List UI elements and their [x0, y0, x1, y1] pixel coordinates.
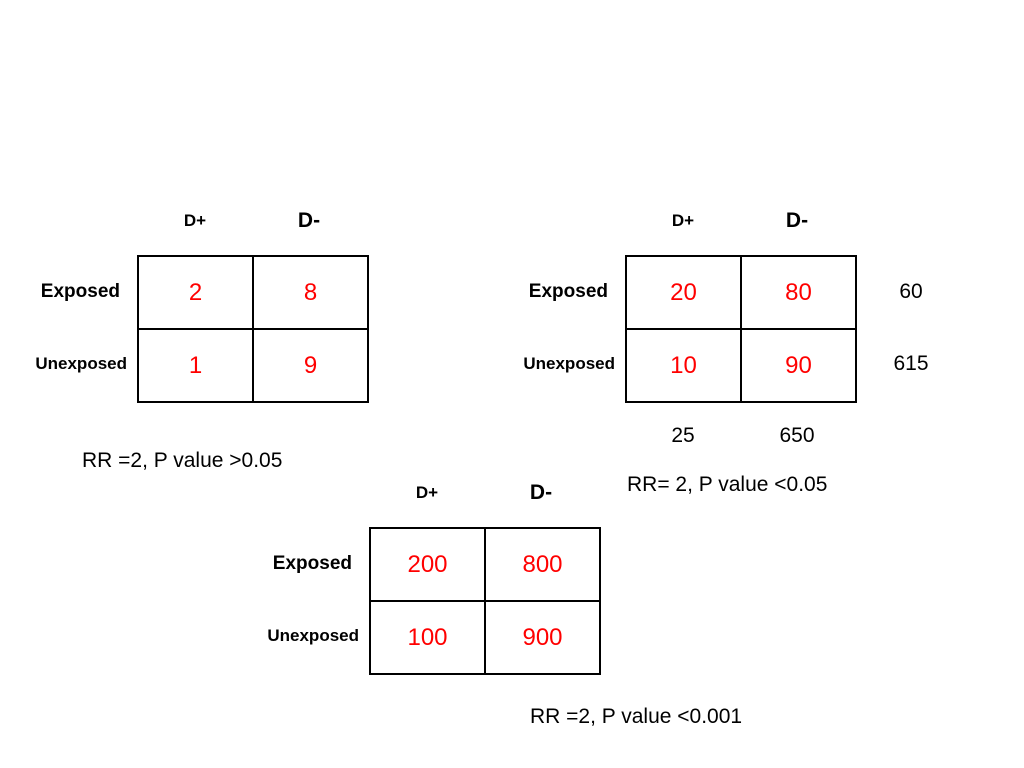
t1-contingency-table: 2 8 1 9 [137, 255, 369, 403]
t3-col-header-d-minus: D- [529, 481, 553, 504]
t3-contingency-table: 200 800 100 900 [369, 527, 601, 675]
t2-result-note: RR= 2, P value <0.05 [627, 473, 828, 496]
t1-cell-exposed-dplus: 2 [137, 255, 254, 330]
t1-cell-unexposed-dplus: 1 [137, 328, 254, 403]
t3-row-header-exposed: Exposed [272, 553, 352, 574]
t3-cell-exposed-dminus: 800 [484, 527, 601, 602]
t3-cell-unexposed-dplus: 100 [369, 600, 486, 675]
table-row: 200 800 [369, 527, 601, 602]
t1-col-header-d-minus: D- [297, 209, 321, 232]
t1-row-header-unexposed: Unexposed [35, 354, 127, 373]
table-row: 1 9 [137, 328, 369, 403]
t2-cell-unexposed-dminus: 90 [740, 328, 857, 403]
t2-row-header-unexposed: Unexposed [523, 354, 615, 373]
t2-contingency-table: 20 80 10 90 [625, 255, 857, 403]
t3-cell-exposed-dplus: 200 [369, 527, 486, 602]
t1-cell-unexposed-dminus: 9 [252, 328, 369, 403]
t3-result-note: RR =2, P value <0.001 [530, 705, 743, 728]
t1-cell-exposed-dminus: 8 [252, 255, 369, 330]
t1-result-note: RR =2, P value >0.05 [82, 449, 283, 472]
t2-cell-unexposed-dplus: 10 [625, 328, 742, 403]
t2-col-total-dplus: 25 [671, 424, 695, 447]
table-row: 20 80 [625, 255, 857, 330]
t2-row-total-unexposed: 615 [893, 352, 929, 375]
t2-col-total-dminus: 650 [779, 424, 815, 447]
t1-row-header-exposed: Exposed [40, 281, 120, 302]
table-row: 100 900 [369, 600, 601, 675]
t3-col-header-d-plus: D+ [415, 483, 439, 502]
table-row: 10 90 [625, 328, 857, 403]
t2-row-total-exposed: 60 [899, 280, 923, 303]
t2-col-header-d-plus: D+ [671, 211, 695, 230]
t2-cell-exposed-dplus: 20 [625, 255, 742, 330]
t3-cell-unexposed-dminus: 900 [484, 600, 601, 675]
t2-row-header-exposed: Exposed [528, 281, 608, 302]
t1-col-header-d-plus: D+ [183, 211, 207, 230]
t2-cell-exposed-dminus: 80 [740, 255, 857, 330]
t3-row-header-unexposed: Unexposed [267, 626, 359, 645]
t2-col-header-d-minus: D- [785, 209, 809, 232]
table-row: 2 8 [137, 255, 369, 330]
